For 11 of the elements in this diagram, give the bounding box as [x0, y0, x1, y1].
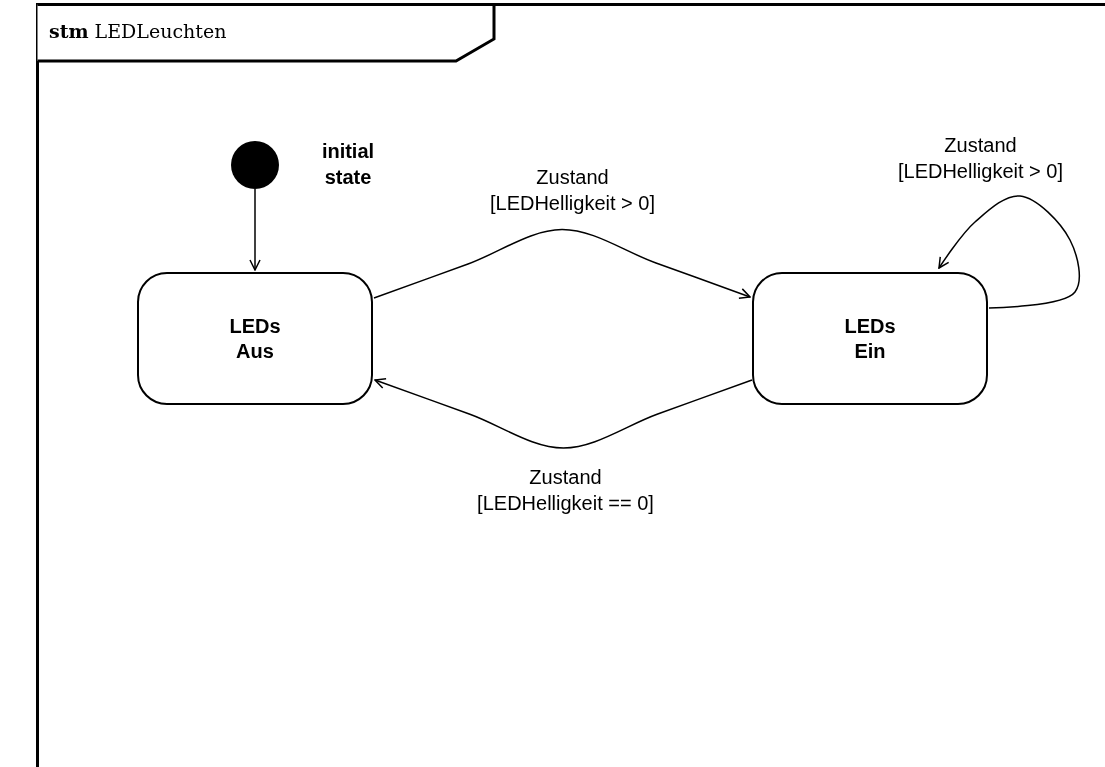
transition-arrow: [249, 188, 261, 271]
initial-state-dot: [231, 141, 279, 189]
state-box: [137, 272, 373, 405]
state-box: [752, 272, 988, 405]
frame-title: stm LEDLeuchten: [49, 20, 227, 42]
state-caption: initial state: [320, 139, 376, 190]
state-name: LEDs Aus: [228, 313, 282, 364]
state-name: LEDs Ein: [843, 313, 897, 364]
transition-arrow: [938, 195, 1081, 309]
transition-arrow: [374, 377, 753, 449]
transition-arrow: [373, 228, 751, 300]
